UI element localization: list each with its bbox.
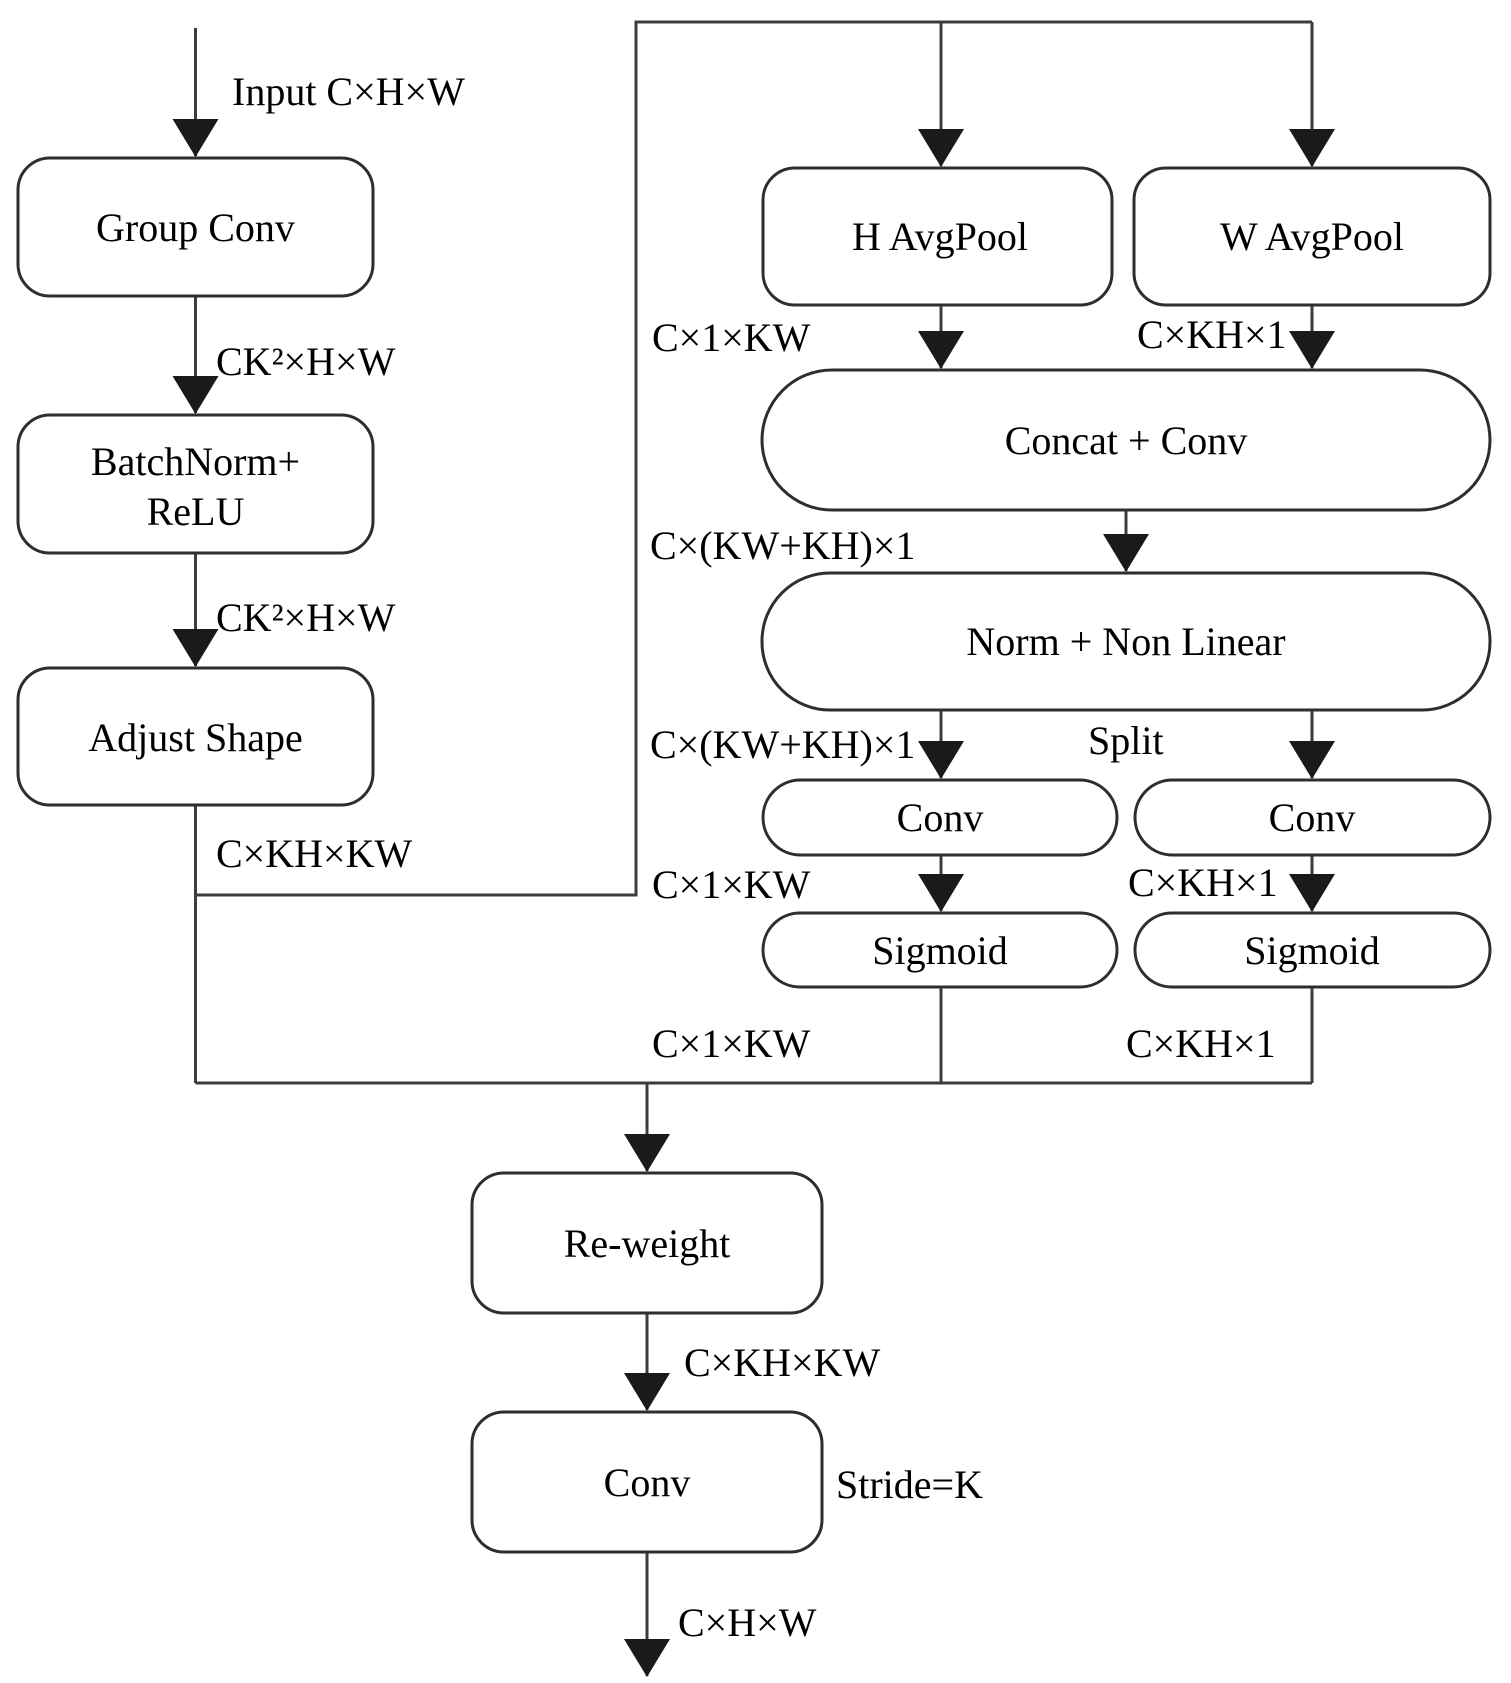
label-after-adjust-shape: C×KH×KW: [216, 831, 412, 876]
node-batchnorm-relu: BatchNorm+ ReLU: [16, 413, 375, 555]
node-batchnorm-relu-box: [16, 413, 375, 555]
node-w-avgpool-label: W AvgPool: [1220, 214, 1404, 259]
node-conv-w-label: Conv: [1269, 795, 1356, 840]
node-batchnorm-relu-label-line2: ReLU: [147, 489, 245, 534]
node-adjust-shape-box: [16, 666, 375, 807]
edge-branch-to-top-rail: [195, 20, 1312, 897]
node-sigmoid-w-box: [1133, 911, 1492, 989]
node-final-conv-label: Conv: [604, 1460, 691, 1505]
label-h-pool-out: C×1×KW: [652, 315, 811, 360]
node-concat-conv-label: Concat + Conv: [1005, 418, 1248, 463]
node-h-avgpool-box: [761, 166, 1114, 307]
node-reweight-box: [470, 1171, 824, 1315]
label-sigmoid-w-out: C×KH×1: [1126, 1021, 1276, 1066]
node-batchnorm-relu-label-line1: BatchNorm+: [91, 439, 300, 484]
node-sigmoid-w-label: Sigmoid: [1244, 928, 1380, 973]
label-w-pool-out: C×KH×1: [1137, 312, 1287, 357]
label-after-batchnorm: CK²×H×W: [216, 595, 396, 640]
node-reweight-label: Re-weight: [564, 1221, 731, 1266]
label-sigmoid-h-out: C×1×KW: [652, 1021, 811, 1066]
label-after-concat: C×(KW+KH)×1: [650, 523, 915, 568]
node-conv-w-box: [1133, 778, 1492, 857]
node-concat-conv-box: [760, 368, 1492, 512]
label-input: Input C×H×W: [232, 69, 465, 114]
node-conv-w: Conv: [1133, 778, 1492, 857]
label-split: Split: [1088, 718, 1164, 763]
node-concat-conv: Concat + Conv: [760, 368, 1492, 512]
node-adjust-shape: Adjust Shape: [16, 666, 375, 807]
label-after-norm: C×(KW+KH)×1: [650, 722, 915, 767]
label-conv-h-out: C×1×KW: [652, 862, 811, 907]
node-group-conv-box: [16, 156, 375, 298]
node-sigmoid-h-label: Sigmoid: [872, 928, 1008, 973]
node-final-conv: Conv: [470, 1410, 824, 1554]
node-sigmoid-h-box: [761, 911, 1119, 989]
node-w-avgpool-box: [1132, 166, 1492, 307]
label-output: C×H×W: [678, 1600, 817, 1645]
node-reweight: Re-weight: [470, 1171, 824, 1315]
label-after-group-conv: CK²×H×W: [216, 339, 396, 384]
node-final-conv-box: [470, 1410, 824, 1554]
node-adjust-shape-label: Adjust Shape: [88, 715, 302, 760]
node-h-avgpool: H AvgPool: [761, 166, 1114, 307]
label-after-reweight: C×KH×KW: [684, 1340, 880, 1385]
node-group-conv-label: Group Conv: [96, 205, 295, 250]
node-conv-h-box: [761, 778, 1119, 857]
node-w-avgpool: W AvgPool: [1132, 166, 1492, 307]
node-h-avgpool-label: H AvgPool: [852, 214, 1028, 259]
node-group-conv: Group Conv: [16, 156, 375, 298]
node-norm-nonlinear-label: Norm + Non Linear: [966, 619, 1285, 664]
label-conv-w-out: C×KH×1: [1128, 860, 1278, 905]
label-stride: Stride=K: [836, 1462, 983, 1507]
node-norm-nonlinear: Norm + Non Linear: [760, 571, 1492, 712]
node-conv-h: Conv: [761, 778, 1119, 857]
node-norm-nonlinear-box: [760, 571, 1492, 712]
node-conv-h-label: Conv: [897, 795, 984, 840]
node-sigmoid-w: Sigmoid: [1133, 911, 1492, 989]
node-sigmoid-h: Sigmoid: [761, 911, 1119, 989]
